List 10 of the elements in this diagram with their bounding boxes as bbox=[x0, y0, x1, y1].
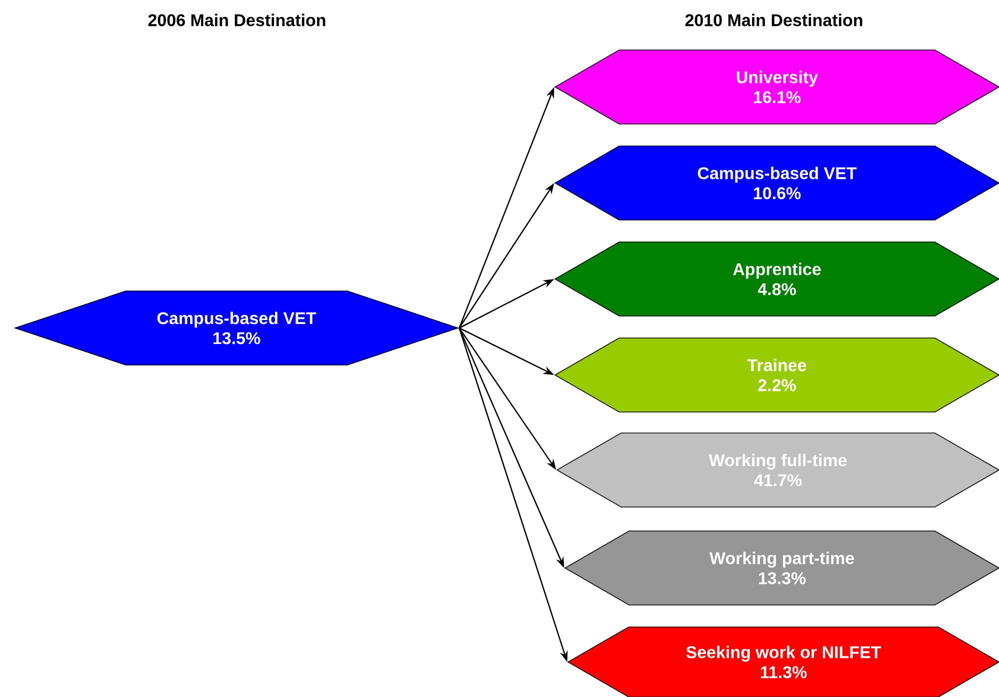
hexagon-box: Seeking work or NILFET 11.3% bbox=[567, 626, 999, 697]
hexagon-box: Trainee 2.2% bbox=[554, 338, 999, 412]
column-heading: 2010 Main Destination bbox=[685, 14, 862, 26]
hexagon-box: Working full-time 41.7% bbox=[556, 432, 999, 508]
hexagon-box: Apprentice 4.8% bbox=[554, 242, 999, 316]
hexagon-box: Campus-based VET 10.6% bbox=[554, 146, 999, 220]
column-heading: 2006 Main Destination bbox=[148, 14, 326, 26]
hexagon-box: Campus-based VET 13.5% bbox=[14, 290, 460, 366]
hexagon-box: Working part-time 13.3% bbox=[564, 530, 999, 606]
hexagon-box: University 16.1% bbox=[554, 50, 999, 124]
